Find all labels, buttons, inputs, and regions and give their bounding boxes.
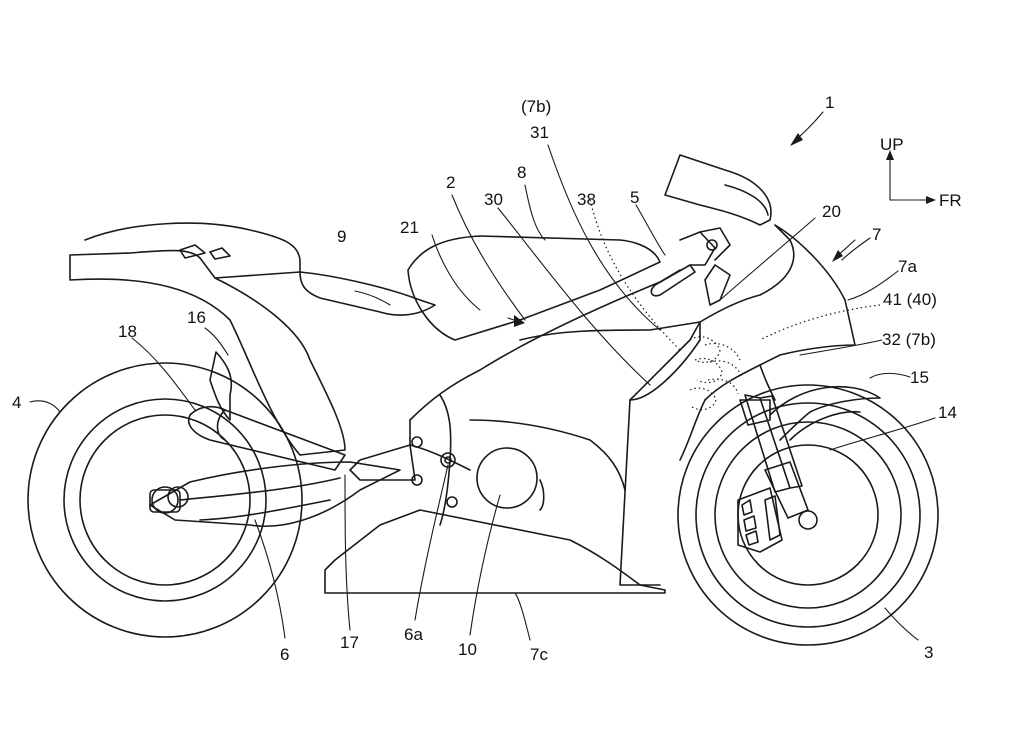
windscreen — [664, 154, 772, 226]
lower-cowl — [324, 509, 666, 594]
side-fairing — [409, 269, 701, 526]
label-16: 16 — [187, 308, 206, 327]
front-label: FR — [939, 191, 962, 210]
label-5: 5 — [630, 188, 639, 207]
label-10: 10 — [458, 640, 477, 659]
label-7b-top: (7b) — [521, 97, 551, 116]
label-30: 30 — [484, 190, 503, 209]
leader-lines — [29, 144, 936, 641]
label-6a: 6a — [404, 625, 423, 644]
front-fender — [769, 385, 881, 441]
direction-indicator: UP FR — [880, 135, 962, 210]
label-6: 6 — [280, 645, 289, 664]
label-21: 21 — [400, 218, 419, 237]
rear-wheel — [27, 362, 303, 638]
label-38: 38 — [577, 190, 596, 209]
label-9: 9 — [337, 227, 346, 246]
front-wheel — [677, 384, 939, 646]
label-41-40: 41 (40) — [883, 290, 937, 309]
label-17: 17 — [340, 633, 359, 652]
label-14: 14 — [938, 403, 957, 422]
label-18: 18 — [118, 322, 137, 341]
label-2: 2 — [446, 173, 455, 192]
reference-arrow — [507, 111, 856, 327]
reference-numerals: 1 (7b) 31 2 8 30 38 5 20 7 9 21 7a 41 (4… — [12, 93, 957, 664]
label-7a: 7a — [898, 257, 917, 276]
label-20: 20 — [822, 202, 841, 221]
label-7: 7 — [872, 225, 881, 244]
up-label: UP — [880, 135, 904, 154]
front-cowl — [619, 224, 856, 586]
label-7c: 7c — [530, 645, 548, 664]
muffler — [188, 405, 346, 471]
brake-caliper — [737, 487, 783, 553]
label-15: 15 — [910, 368, 929, 387]
fuel-tank — [407, 235, 661, 341]
label-31: 31 — [530, 123, 549, 142]
label-8: 8 — [517, 163, 526, 182]
label-4: 4 — [12, 393, 21, 412]
swing-arm — [149, 461, 401, 528]
vents — [689, 336, 743, 411]
handlebar — [650, 227, 731, 306]
label-32-7b: 32 (7b) — [882, 330, 936, 349]
engine-area — [349, 436, 545, 511]
label-3: 3 — [924, 643, 933, 662]
front-fork — [739, 394, 809, 519]
label-1: 1 — [825, 93, 834, 112]
